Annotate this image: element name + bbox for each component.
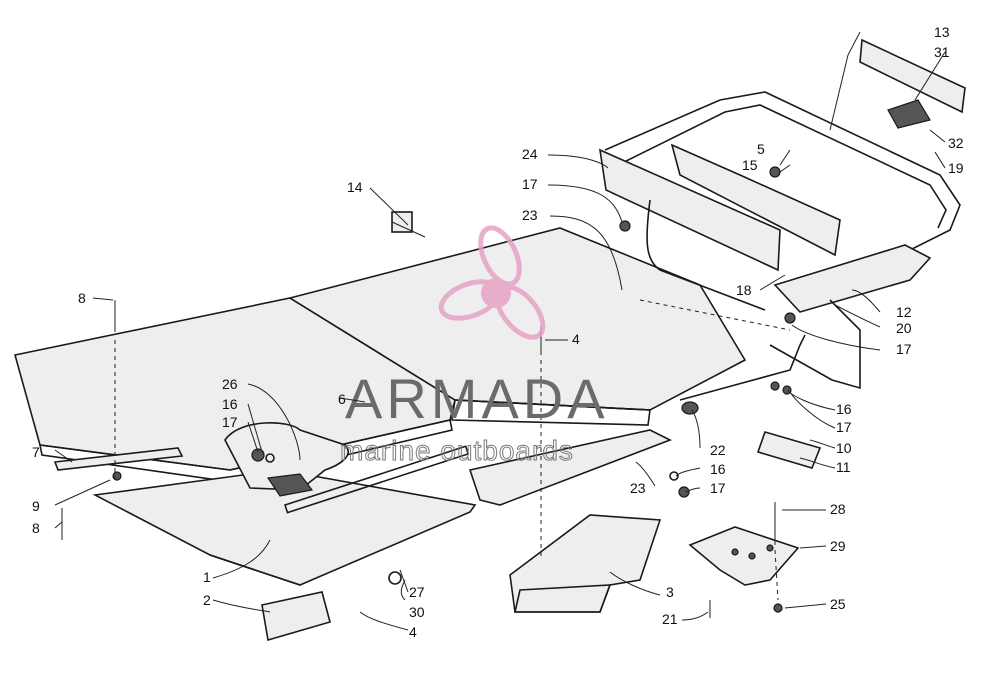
callout-4: 4: [572, 331, 580, 347]
callout-19: 19: [948, 160, 964, 176]
callout-5: 5: [757, 141, 765, 157]
callout-8: 8: [78, 290, 86, 306]
decal-14: [391, 211, 413, 233]
fasteners: [61, 166, 796, 618]
callout-27: 27: [409, 584, 425, 600]
callout-12: 12: [896, 304, 912, 320]
hinge-strip: [53, 447, 184, 471]
callout-17: 17: [836, 419, 852, 435]
callout-17: 17: [222, 414, 238, 430]
callout-9: 9: [32, 498, 40, 514]
callout-7: 7: [32, 444, 40, 460]
rear-rack: [598, 91, 961, 390]
callout-20: 20: [896, 320, 912, 336]
callout-labels: 13 31 32 19 5 15 24 17 14 23 18 12 20 17…: [32, 24, 964, 640]
callout-15: 15: [742, 157, 758, 173]
callout-16: 16: [836, 401, 852, 417]
tail-light-31: [887, 99, 931, 129]
callout-23: 23: [522, 207, 538, 223]
assembly-lines: [114, 299, 791, 601]
callout-8: 8: [32, 520, 40, 536]
callout-13: 13: [934, 24, 950, 40]
callout-23: 23: [630, 480, 646, 496]
callout-16: 16: [222, 396, 238, 412]
leader-lines: [54, 31, 946, 631]
callout-17: 17: [522, 176, 538, 192]
watermark-title: ARMADA: [345, 367, 609, 430]
step-29: [688, 526, 800, 586]
reflector-10: [756, 431, 822, 469]
step-bracket: [509, 514, 662, 613]
callout-10: 10: [836, 440, 852, 456]
callout-2: 2: [203, 592, 211, 608]
callout-32: 32: [948, 135, 964, 151]
callout-21: 21: [662, 611, 678, 627]
watermark-subtitle: marine outboards: [340, 435, 574, 466]
callout-24: 24: [522, 146, 538, 162]
center-panel: [287, 227, 747, 426]
callout-31: 31: [934, 44, 950, 60]
callout-16: 16: [710, 461, 726, 477]
callout-11: 11: [836, 459, 851, 475]
callout-30: 30: [409, 604, 425, 620]
callout-6: 6: [338, 391, 346, 407]
rod-22: [679, 334, 806, 415]
callout-1: 1: [203, 569, 211, 585]
callout-26: 26: [222, 376, 238, 392]
callout-17: 17: [896, 341, 912, 357]
rear-bumper-13: [859, 38, 966, 114]
callout-25: 25: [830, 596, 846, 612]
callout-4: 4: [409, 624, 417, 640]
callout-14: 14: [347, 179, 363, 195]
callout-29: 29: [830, 538, 846, 554]
callout-3: 3: [666, 584, 674, 600]
watermark: ARMADA marine outboards: [340, 225, 609, 467]
callout-22: 22: [710, 442, 726, 458]
callout-17: 17: [710, 480, 726, 496]
center-lower-plate: [468, 429, 672, 506]
callout-28: 28: [830, 501, 846, 517]
plate-2: [261, 591, 331, 642]
callout-18: 18: [736, 282, 752, 298]
propeller-icon: [438, 225, 546, 340]
